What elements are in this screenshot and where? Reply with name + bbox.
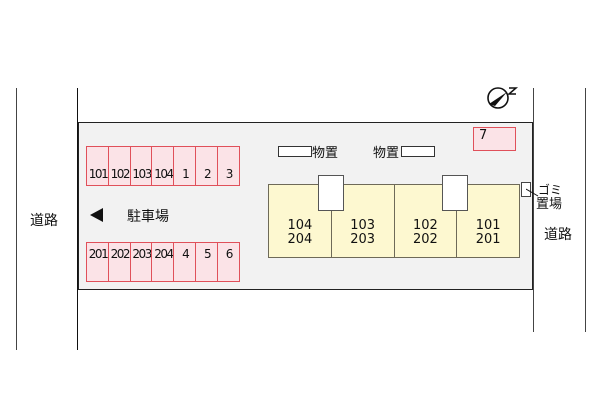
parking-space[interactable]: 6 <box>216 242 240 282</box>
storage-right-box <box>401 146 435 157</box>
parking-space[interactable]: 102 <box>107 146 131 186</box>
road-left-outer-line <box>16 88 17 350</box>
garbage-label-line1: ゴミ <box>538 183 563 197</box>
unit-102-202[interactable]: 102 202 <box>393 185 457 257</box>
storage-left-label: 物置 <box>312 146 339 161</box>
stair-entrance-left <box>318 175 344 211</box>
garbage-label-line2: 置場 <box>536 197 563 212</box>
parking-space[interactable]: 3 <box>216 146 240 186</box>
parking-space[interactable]: 103 <box>129 146 153 186</box>
left-arrow-icon <box>90 208 103 222</box>
stair-entrance-right <box>442 175 468 211</box>
road-right-outer-line <box>585 88 586 332</box>
unit-103-203[interactable]: 103 203 <box>330 185 394 257</box>
road-left-inner-line <box>77 88 78 350</box>
parking-space[interactable]: 2 <box>195 146 219 186</box>
compass-north-icon <box>486 84 520 112</box>
parking-space[interactable]: 5 <box>195 242 219 282</box>
apartment-building: 104 204 103 203 102 202 101 201 <box>268 184 520 258</box>
garbage-leader-line <box>526 188 539 197</box>
unit-104-204[interactable]: 104 204 <box>287 218 313 247</box>
unit-101-201[interactable]: 101 201 <box>456 185 519 257</box>
parking-space[interactable]: 201 <box>86 242 109 282</box>
parking-space[interactable]: 204 <box>151 242 175 282</box>
parking-row-bottom: 201 202 203 204 4 5 6 <box>86 242 240 282</box>
parking-space[interactable]: 1 <box>173 146 197 186</box>
parking-label: 駐車場 <box>127 209 169 225</box>
road-left-label: 道路 <box>30 213 58 229</box>
parking-space[interactable]: 101 <box>86 146 109 186</box>
parking-space[interactable]: 202 <box>107 242 131 282</box>
road-right-inner-line <box>533 88 534 332</box>
storage-right-label: 物置 <box>373 146 400 161</box>
parking-space[interactable]: 4 <box>173 242 197 282</box>
parking-space-7[interactable]: 7 <box>473 127 516 151</box>
parking-space[interactable]: 203 <box>129 242 153 282</box>
storage-left-box <box>278 146 312 157</box>
parking-row-top: 101 102 103 104 1 2 3 <box>86 146 240 186</box>
road-right-label: 道路 <box>544 227 572 243</box>
parking-space[interactable]: 104 <box>151 146 175 186</box>
